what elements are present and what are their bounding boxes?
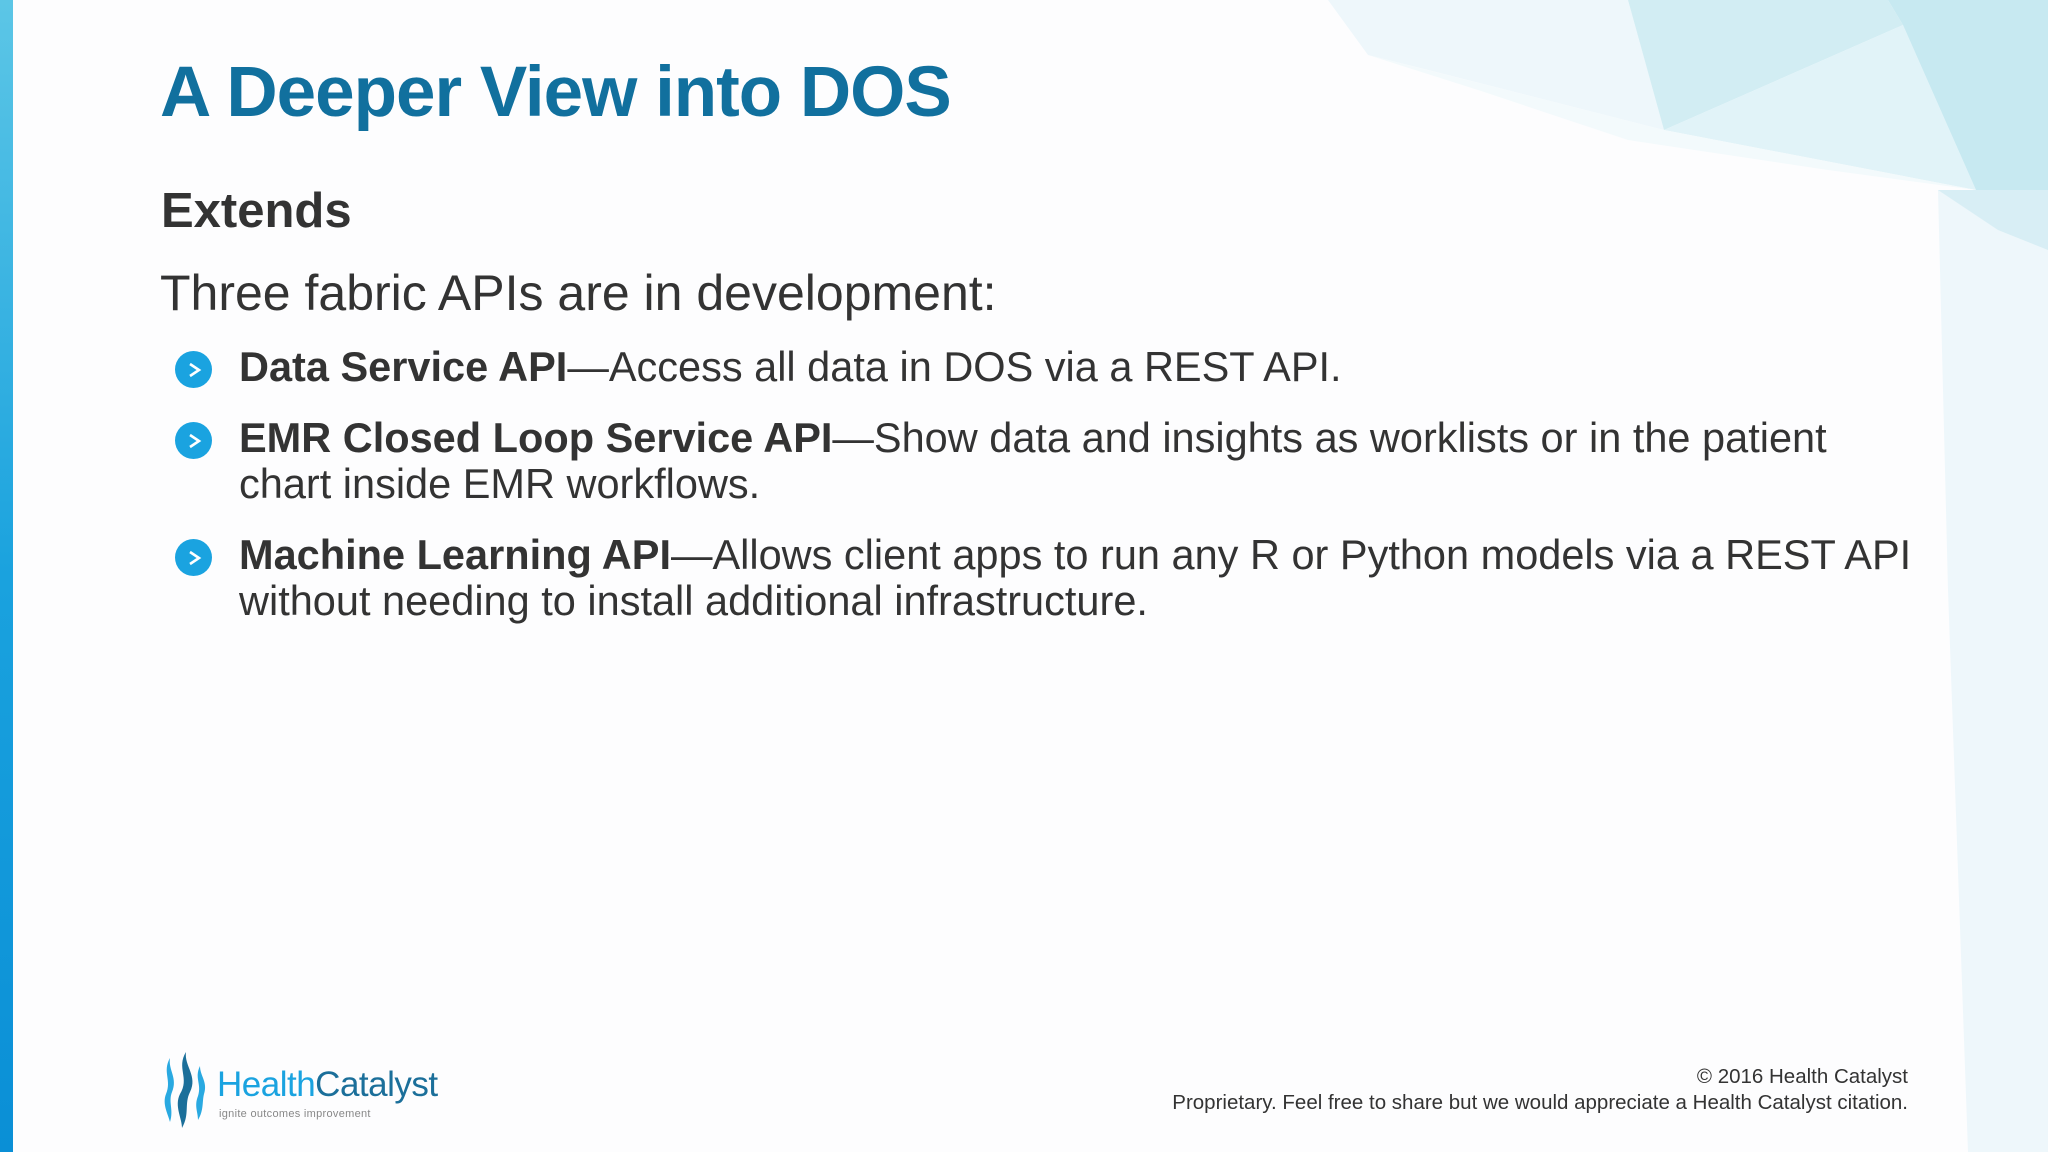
- health-catalyst-logo: HealthCatalyst ignite outcomes improveme…: [160, 1050, 460, 1130]
- bullet-text: —Allows client apps to run any R or Pyth…: [239, 531, 1912, 624]
- bullet-data-service-api: Data Service API—Access all data in DOS …: [175, 344, 1915, 390]
- slide-intro-text: Three fabric APIs are in development:: [160, 265, 997, 321]
- logo-wordmark: HealthCatalyst: [217, 1065, 438, 1104]
- bullet-title: EMR Closed Loop Service API: [239, 414, 833, 461]
- chevron-right-circle-icon: [175, 422, 212, 459]
- background-polygon-art-right: [1938, 190, 2048, 1152]
- copyright-text: © 2016 Health Catalyst: [1696, 1065, 1908, 1088]
- bullet-text: —Access all data in DOS via a REST API.: [567, 343, 1342, 390]
- bullet-machine-learning-api: Machine Learning API—Allows client apps …: [175, 532, 1915, 624]
- bullet-title: Data Service API: [239, 343, 568, 390]
- footer-legal: © 2016 Health Catalyst Proprietary. Feel…: [1172, 1064, 1908, 1116]
- proprietary-notice: Proprietary. Feel free to share but we w…: [1172, 1091, 1908, 1114]
- slide-title: A Deeper View into DOS: [160, 53, 952, 132]
- bullet-emr-closed-loop-api: EMR Closed Loop Service API—Show data an…: [175, 415, 1915, 507]
- bullet-title: Machine Learning API: [239, 531, 671, 578]
- chevron-right-circle-icon: [175, 539, 212, 576]
- flame-logo-icon: [164, 1052, 206, 1128]
- slide-subheading: Extends: [161, 184, 352, 238]
- left-accent-bar: [0, 0, 13, 1152]
- bullet-text: —Show data and insights as worklists or …: [239, 414, 1827, 507]
- api-bullet-list: Data Service API—Access all data in DOS …: [175, 344, 1915, 649]
- logo-tagline: ignite outcomes improvement: [219, 1108, 371, 1120]
- chevron-right-circle-icon: [175, 351, 212, 388]
